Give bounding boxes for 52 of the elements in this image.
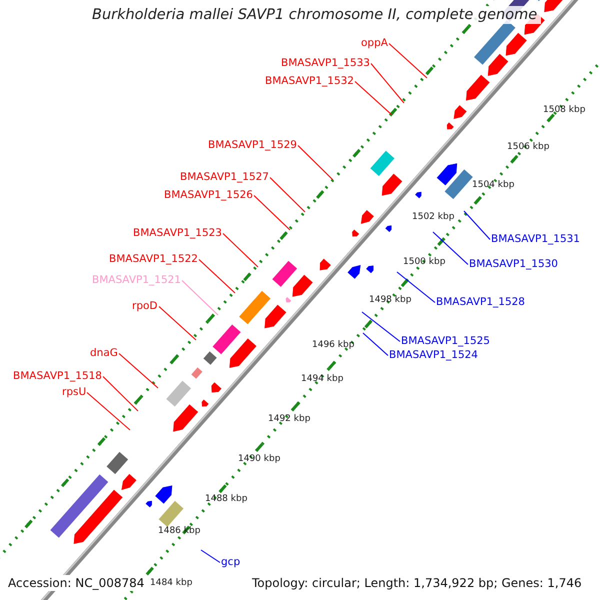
leader-line	[362, 332, 388, 356]
leader-line	[254, 195, 290, 230]
gene-label: BMASAVP1_1525	[401, 335, 490, 348]
scale-tick-label: 1504 kbp	[472, 180, 514, 191]
leader-line	[200, 550, 220, 563]
scale-tick-label: 1506 kbp	[507, 142, 550, 153]
scale-tick-label: 1496 kbp	[312, 340, 354, 351]
leader-line	[86, 392, 130, 430]
gene-label: rpoD	[132, 300, 158, 313]
gene-label: BMASAVP1_1518	[13, 370, 102, 383]
gene-label: BMASAVP1_1523	[133, 227, 222, 240]
scale-tick-label: 1490 kbp	[238, 454, 280, 465]
footer-text: Topology: circular; Length: 1,734,922 bp; Genes: 1,746	[250, 575, 584, 591]
gene-label: BMASAVP1_1532	[265, 75, 354, 88]
leader-line	[298, 145, 334, 180]
leader-line	[464, 210, 490, 240]
scale-tick-label: 1484 kbp	[150, 578, 192, 589]
footer-text: Accession: NC_008784	[6, 575, 146, 591]
gene-label: BMASAVP1_1529	[208, 139, 297, 152]
gene-label: rpsU	[62, 386, 86, 399]
leader-line	[370, 63, 404, 104]
leader-line	[222, 233, 258, 268]
gene-label: BMASAVP1_1531	[491, 233, 580, 246]
gene-label: gcp	[221, 556, 240, 569]
gene-label: BMASAVP1_1522	[109, 253, 198, 266]
scale-tick-label: 1494 kbp	[301, 374, 344, 385]
gene-label: BMASAVP1_1521	[92, 274, 181, 287]
gene-label: BMASAVP1_1524	[389, 349, 478, 362]
scale-tick-label: 1498 kbp	[369, 295, 412, 306]
leader-line	[354, 81, 392, 116]
gene-label: dnaG	[90, 347, 118, 360]
leader-line	[198, 259, 236, 294]
scale-tick-label: 1492 kbp	[268, 414, 310, 425]
leader-line	[396, 272, 436, 303]
leader-line	[388, 43, 428, 78]
gene-label: BMASAVP1_1526	[164, 189, 253, 202]
gene-label: BMASAVP1_1527	[180, 171, 269, 184]
leader-line	[102, 376, 138, 412]
scale-tick-label: 1502 kbp	[412, 212, 454, 223]
leader-line	[182, 280, 218, 316]
gene-label: BMASAVP1_1530	[469, 258, 558, 271]
scale-tick-label: 1508 kbp	[543, 105, 586, 116]
leader-line	[158, 306, 196, 340]
gene-label: oppA	[361, 37, 388, 50]
gene-label: BMASAVP1_1533	[281, 57, 370, 70]
leader-line	[270, 177, 306, 212]
scale-tick-label: 1500 kbp	[403, 257, 446, 268]
leader-line	[118, 353, 158, 388]
leader-line	[362, 312, 400, 342]
scale-tick-label: 1488 kbp	[205, 494, 248, 505]
gene-label: BMASAVP1_1528	[436, 296, 525, 309]
leader-line	[432, 232, 468, 265]
